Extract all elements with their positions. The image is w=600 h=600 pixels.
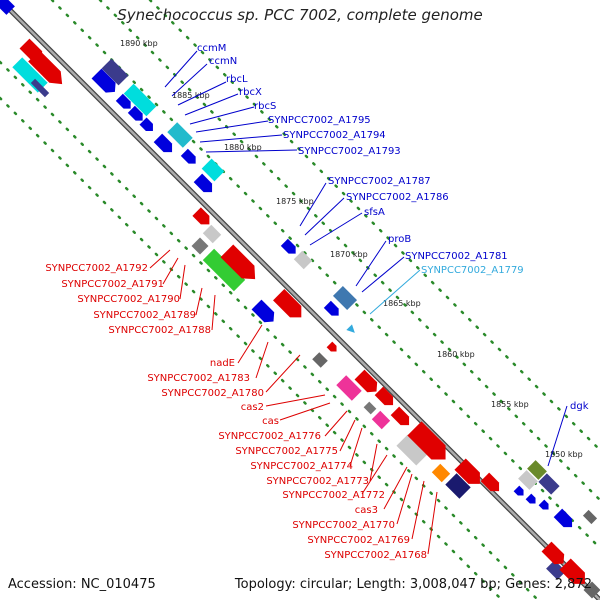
label-A1793: SYNPCC7002_A1793 bbox=[298, 146, 401, 157]
leader-A1779 bbox=[369, 269, 421, 315]
map-title: Synechococcus sp. PCC 7002, complete gen… bbox=[117, 6, 483, 24]
gene-A1769[interactable] bbox=[454, 458, 485, 489]
label-A1794: SYNPCC7002_A1794 bbox=[283, 130, 386, 141]
gene-nadE[interactable] bbox=[312, 352, 328, 368]
gene-A1773[interactable] bbox=[396, 434, 428, 466]
gene-A1793[interactable] bbox=[153, 133, 177, 157]
label-A1775: SYNPCC7002_A1775 bbox=[235, 446, 338, 457]
gene-A1768[interactable] bbox=[480, 472, 504, 496]
tick-1880: 1880 kbp bbox=[224, 143, 262, 152]
label-A1795: SYNPCC7002_A1795 bbox=[268, 115, 371, 126]
label-A1773: SYNPCC7002_A1773 bbox=[266, 476, 369, 487]
scale-ticks: 1890 kbp 1885 kbp 1880 kbp 1875 kbp 1870… bbox=[120, 39, 583, 459]
label-A1779: SYNPCC7002_A1779 bbox=[421, 265, 524, 276]
tick-1865: 1865 kbp bbox=[383, 299, 421, 308]
gene-A1795[interactable] bbox=[139, 117, 157, 135]
label-dgk: dgk bbox=[570, 401, 589, 412]
gene-A1787[interactable] bbox=[193, 173, 217, 197]
gene-ccmM[interactable] bbox=[101, 58, 129, 86]
label-cas: cas bbox=[262, 416, 279, 427]
gene-rbcL[interactable] bbox=[123, 83, 157, 117]
forward-gene-labels: SYNPCC7002_A1792 SYNPCC7002_A1791 SYNPCC… bbox=[45, 263, 427, 561]
label-A1768: SYNPCC7002_A1768 bbox=[324, 550, 427, 561]
tick-1885: 1885 kbp bbox=[172, 91, 210, 100]
gene-A1780[interactable] bbox=[354, 369, 382, 397]
label-A1769: SYNPCC7002_A1769 bbox=[307, 535, 410, 546]
gene-cas[interactable] bbox=[363, 401, 377, 415]
gene-cas3[interactable] bbox=[431, 463, 451, 483]
gene-A1776[interactable] bbox=[374, 386, 398, 410]
tick-1870: 1870 kbp bbox=[330, 250, 368, 259]
tick-1890: 1890 kbp bbox=[120, 39, 158, 48]
gene-A1775[interactable] bbox=[371, 410, 391, 430]
accession-label: Accession: NC_010475 bbox=[8, 577, 156, 592]
label-A1770: SYNPCC7002_A1770 bbox=[292, 520, 395, 531]
label-A1783: SYNPCC7002_A1783 bbox=[147, 373, 250, 384]
label-A1780: SYNPCC7002_A1780 bbox=[161, 388, 264, 399]
genome-summary: Topology: circular; Length: 3,008,047 bp… bbox=[234, 577, 592, 592]
tick-1850: 1850 kbp bbox=[545, 450, 583, 459]
label-rbcS: rbcS bbox=[254, 101, 276, 112]
label-A1776: SYNPCC7002_A1776 bbox=[218, 431, 321, 442]
gene-A1774[interactable] bbox=[390, 406, 414, 430]
gene-A1770[interactable] bbox=[445, 473, 471, 499]
label-ccmM: ccmM bbox=[197, 43, 226, 54]
label-A1791: SYNPCC7002_A1791 bbox=[61, 279, 164, 290]
label-A1790: SYNPCC7002_A1790 bbox=[77, 294, 180, 305]
label-nadE: nadE bbox=[210, 358, 235, 369]
label-A1781: SYNPCC7002_A1781 bbox=[405, 251, 508, 262]
gene-dgk[interactable] bbox=[527, 460, 547, 480]
label-sfsA: sfsA bbox=[364, 207, 385, 218]
label-rbcX: rbcX bbox=[239, 87, 262, 98]
label-A1789: SYNPCC7002_A1789 bbox=[93, 310, 196, 321]
gene-A1792[interactable] bbox=[191, 237, 209, 255]
gene-A1783[interactable] bbox=[326, 341, 340, 355]
label-A1787: SYNPCC7002_A1787 bbox=[328, 176, 431, 187]
gene-rbcX[interactable] bbox=[115, 93, 134, 112]
label-ccmN: ccmN bbox=[209, 56, 237, 67]
gene-A1790[interactable] bbox=[202, 248, 246, 292]
gene-A1791[interactable] bbox=[202, 224, 222, 244]
gene-A1789[interactable] bbox=[220, 244, 261, 285]
label-rbcL: rbcL bbox=[226, 74, 248, 85]
gene-A1779[interactable] bbox=[346, 324, 357, 335]
gene-A1794[interactable] bbox=[167, 122, 193, 148]
gene-A1781[interactable] bbox=[323, 300, 342, 319]
tick-1855: 1855 kbp bbox=[491, 400, 529, 409]
label-A1792: SYNPCC7002_A1792 bbox=[45, 263, 148, 274]
gene-rbcS[interactable] bbox=[127, 105, 146, 124]
tick-1875: 1875 kbp bbox=[276, 197, 314, 206]
tick-1860: 1860 kbp bbox=[437, 350, 475, 359]
forward-label-leaders bbox=[149, 249, 438, 555]
label-A1772: SYNPCC7002_A1772 bbox=[282, 490, 385, 501]
label-cas2: cas2 bbox=[241, 402, 264, 413]
reverse-strand-features bbox=[91, 58, 598, 580]
gene-A1786[interactable] bbox=[280, 238, 299, 257]
gene-ccmN[interactable] bbox=[91, 68, 120, 97]
gene-A1788[interactable] bbox=[273, 289, 307, 323]
gene-cas2[interactable] bbox=[336, 375, 362, 401]
label-A1788: SYNPCC7002_A1788 bbox=[108, 325, 211, 336]
label-proB: proB bbox=[388, 234, 411, 245]
reverse-label-leaders bbox=[164, 50, 568, 467]
label-A1786: SYNPCC7002_A1786 bbox=[346, 192, 449, 203]
gene-sfsA[interactable] bbox=[293, 250, 313, 270]
gene-A1772[interactable] bbox=[407, 421, 452, 466]
label-cas3: cas3 bbox=[355, 505, 378, 516]
gene-proB[interactable] bbox=[332, 285, 358, 311]
reverse-gene-labels: ccmM ccmN rbcL rbcX rbcS SYNPCC7002_A179… bbox=[197, 43, 589, 412]
label-A1774: SYNPCC7002_A1774 bbox=[250, 461, 353, 472]
